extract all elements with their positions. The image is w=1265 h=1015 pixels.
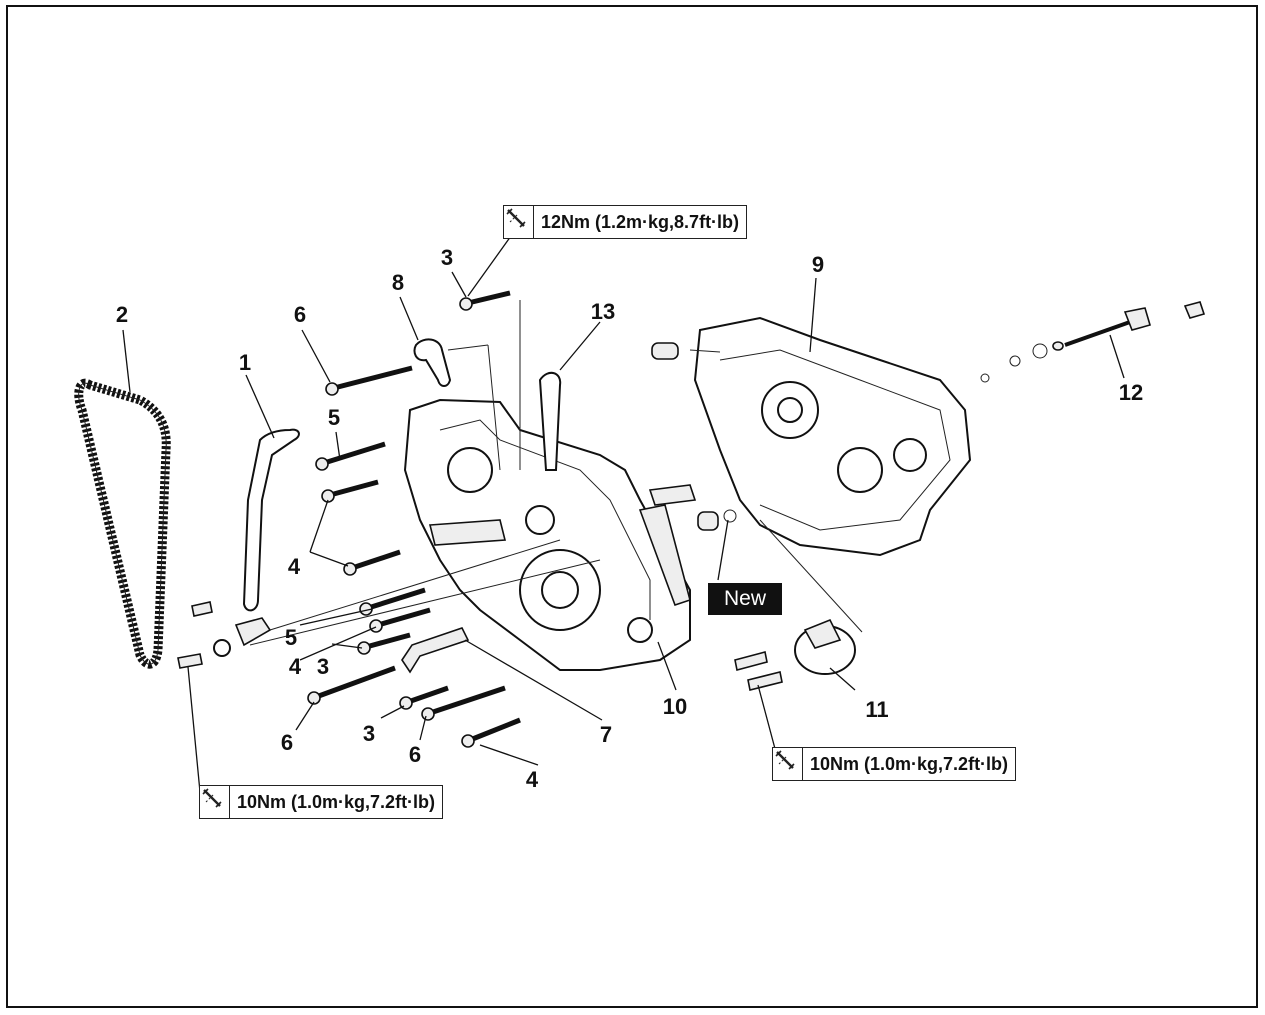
- callout-7: 7: [600, 722, 612, 747]
- bracket: [413, 338, 452, 387]
- callout-13: 13: [591, 299, 615, 324]
- torque-spec-top: 12Nm (1.2m·kg,8.7ft·lb): [503, 205, 748, 239]
- callout-3: 3: [441, 245, 453, 270]
- callout-4: 4: [526, 767, 539, 792]
- chain-guide: [177, 428, 300, 669]
- callout-10: 10: [663, 694, 687, 719]
- callout-9: 9: [812, 252, 824, 277]
- tensioner-rod: [980, 301, 1206, 383]
- guide-plate: [401, 627, 470, 674]
- callout-12: 12: [1119, 380, 1143, 405]
- callout-6: 6: [409, 742, 421, 767]
- callout-11: 11: [865, 697, 888, 722]
- bolts: [307, 290, 521, 748]
- callout-5: 5: [285, 625, 297, 650]
- callout-3: 3: [363, 721, 375, 746]
- torque-spec-bottom-left: 10Nm (1.0m·kg,7.2ft·lb): [199, 785, 444, 819]
- torque-value-bottom-left: 10Nm (1.0m·kg,7.2ft·lb): [237, 791, 436, 812]
- callout-1: 1: [239, 350, 251, 375]
- callout-8: 8: [392, 270, 404, 295]
- torque-wrench-icon: [773, 748, 803, 780]
- callout-6: 6: [294, 302, 306, 327]
- callout-6: 6: [281, 730, 293, 755]
- left-crankcase: [403, 398, 697, 671]
- oil-filter-cover: [734, 618, 856, 691]
- timing-chain: [74, 378, 171, 669]
- leader-lines: [122, 235, 1125, 793]
- shift-lever: [538, 371, 562, 471]
- callout-labels: 2 1 6 8 3 5 4 5 4 3 6 3 6 4 7 13 10 9 12…: [116, 245, 1143, 792]
- new-part-tag: New: [708, 583, 782, 615]
- callout-4: 4: [288, 554, 301, 579]
- callout-4: 4: [289, 654, 302, 679]
- torque-spec-bottom-right: 10Nm (1.0m·kg,7.2ft·lb): [772, 747, 1017, 781]
- torque-value-bottom-right: 10Nm (1.0m·kg,7.2ft·lb): [810, 753, 1009, 774]
- torque-wrench-icon: [504, 206, 534, 238]
- callout-3: 3: [317, 654, 329, 679]
- callout-2: 2: [116, 302, 128, 327]
- callout-5: 5: [328, 405, 340, 430]
- torque-wrench-icon: [200, 786, 230, 818]
- right-crankcase: [651, 316, 972, 557]
- torque-value-top: 12Nm (1.2m·kg,8.7ft·lb): [541, 211, 740, 232]
